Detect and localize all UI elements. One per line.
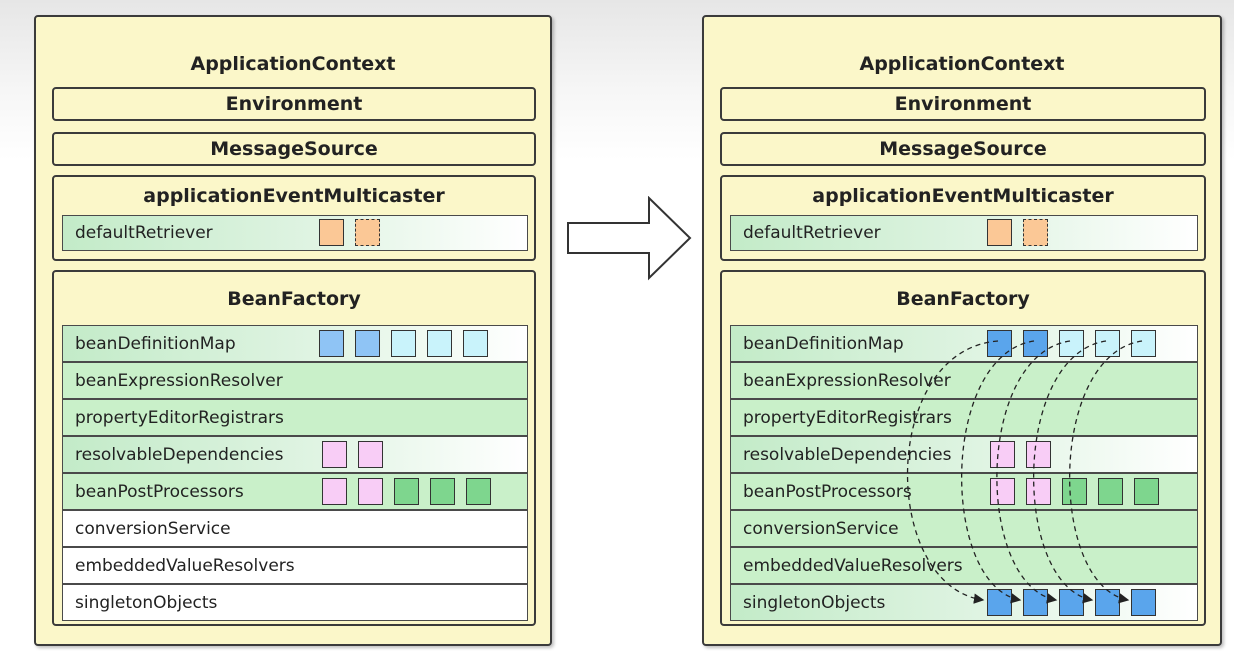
singleton-box — [1095, 589, 1120, 616]
bean-factory-title: BeanFactory — [896, 288, 1030, 310]
listener-box — [319, 219, 344, 246]
singleton-objects-row: singletonObjects — [62, 584, 528, 621]
row-label: beanDefinitionMap — [743, 333, 904, 354]
row-label: propertyEditorRegistrars — [75, 407, 284, 428]
bean-definition-box — [391, 330, 416, 357]
bean-definition-box — [987, 330, 1012, 357]
bean-definition-box — [1095, 330, 1120, 357]
bean-expression-resolver-row: beanExpressionResolver — [62, 362, 528, 399]
row-label: beanDefinitionMap — [75, 333, 236, 354]
resolvable-dependency-box — [990, 441, 1015, 468]
row-label: embeddedValueResolvers — [75, 555, 295, 576]
bean-definition-box — [355, 330, 380, 357]
resolvable-dependency-box — [358, 441, 383, 468]
property-editor-registrars-row: propertyEditorRegistrars — [62, 399, 528, 436]
environment-box: Environment — [720, 87, 1206, 121]
post-processor-box — [466, 478, 491, 505]
resolvable-dependencies-row: resolvableDependencies — [730, 436, 1198, 473]
application-context-after: ApplicationContext Environment MessageSo… — [702, 15, 1222, 646]
row-label: singletonObjects — [75, 592, 218, 613]
post-processor-box — [322, 478, 347, 505]
post-processor-box — [430, 478, 455, 505]
listener-box-dashed — [1023, 219, 1048, 246]
bean-definition-box — [319, 330, 344, 357]
singleton-box — [1023, 589, 1048, 616]
row-label: conversionService — [743, 518, 899, 539]
multicaster-title: applicationEventMulticaster — [812, 185, 1114, 207]
default-retriever-row: defaultRetriever — [730, 215, 1198, 251]
message-source-label: MessageSource — [210, 138, 378, 160]
row-label: propertyEditorRegistrars — [743, 407, 952, 428]
default-retriever-label: defaultRetriever — [743, 223, 881, 243]
post-processor-box — [1026, 478, 1051, 505]
post-processor-box — [358, 478, 383, 505]
bean-expression-resolver-row: beanExpressionResolver — [730, 362, 1198, 399]
embedded-value-resolvers-row: embeddedValueResolvers — [730, 547, 1198, 584]
default-retriever-label: defaultRetriever — [75, 223, 213, 243]
bean-definition-box — [1023, 330, 1048, 357]
bean-definition-box — [463, 330, 488, 357]
singleton-box — [987, 589, 1012, 616]
singleton-objects-row: singletonObjects — [730, 584, 1198, 621]
embedded-value-resolvers-row: embeddedValueResolvers — [62, 547, 528, 584]
application-event-multicaster-box: applicationEventMulticaster defaultRetri… — [720, 175, 1206, 261]
singleton-box — [1131, 589, 1156, 616]
bean-definition-box — [427, 330, 452, 357]
bean-factory-box: BeanFactory beanDefinitionMap beanExpres… — [720, 270, 1206, 626]
environment-label: Environment — [894, 93, 1032, 115]
row-label: beanPostProcessors — [75, 481, 244, 502]
application-context-title: ApplicationContext — [190, 53, 396, 75]
post-processor-box — [990, 478, 1015, 505]
application-context-title: ApplicationContext — [859, 53, 1065, 75]
message-source-box: MessageSource — [52, 132, 536, 166]
conversion-service-row: conversionService — [730, 510, 1198, 547]
listener-box — [987, 219, 1012, 246]
row-label: resolvableDependencies — [743, 444, 952, 465]
row-label: singletonObjects — [743, 592, 886, 613]
row-label: beanPostProcessors — [743, 481, 912, 502]
post-processor-box — [1134, 478, 1159, 505]
multicaster-title: applicationEventMulticaster — [143, 185, 445, 207]
bean-definition-map-row: beanDefinitionMap — [62, 325, 528, 362]
bean-definition-box — [1059, 330, 1084, 357]
resolvable-dependencies-row: resolvableDependencies — [62, 436, 528, 473]
message-source-box: MessageSource — [720, 132, 1206, 166]
listener-box-dashed — [355, 219, 380, 246]
application-event-multicaster-box: applicationEventMulticaster defaultRetri… — [52, 175, 536, 261]
resolvable-dependency-box — [1026, 441, 1051, 468]
row-label: beanExpressionResolver — [75, 370, 283, 391]
property-editor-registrars-row: propertyEditorRegistrars — [730, 399, 1198, 436]
singleton-box — [1059, 589, 1084, 616]
row-label: beanExpressionResolver — [743, 370, 951, 391]
resolvable-dependency-box — [322, 441, 347, 468]
environment-label: Environment — [225, 93, 363, 115]
post-processor-box — [1062, 478, 1087, 505]
conversion-service-row: conversionService — [62, 510, 528, 547]
row-label: embeddedValueResolvers — [743, 555, 963, 576]
default-retriever-row: defaultRetriever — [62, 215, 528, 251]
transition-arrow-icon — [567, 196, 692, 281]
bean-definition-map-row: beanDefinitionMap — [730, 325, 1198, 362]
message-source-label: MessageSource — [879, 138, 1047, 160]
environment-box: Environment — [52, 87, 536, 121]
bean-definition-box — [1131, 330, 1156, 357]
post-processor-box — [1098, 478, 1123, 505]
post-processor-box — [394, 478, 419, 505]
application-context-before: ApplicationContext Environment MessageSo… — [34, 15, 552, 646]
bean-post-processors-row: beanPostProcessors — [730, 473, 1198, 510]
row-label: resolvableDependencies — [75, 444, 284, 465]
bean-factory-box: BeanFactory beanDefinitionMap beanExpres… — [52, 270, 536, 626]
bean-factory-title: BeanFactory — [227, 288, 361, 310]
bean-post-processors-row: beanPostProcessors — [62, 473, 528, 510]
row-label: conversionService — [75, 518, 231, 539]
